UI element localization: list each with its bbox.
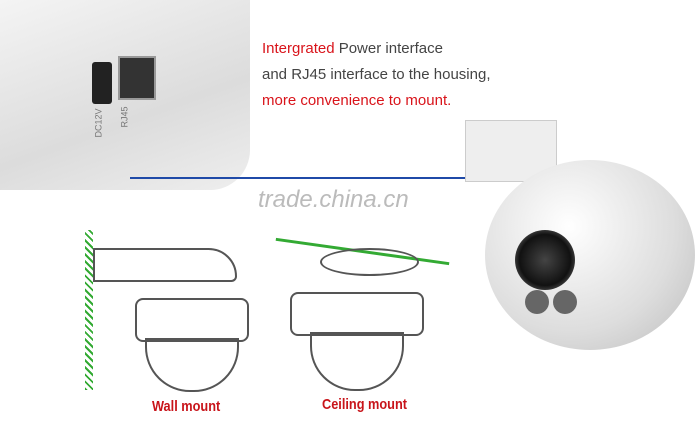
dc-port [92, 62, 112, 104]
port-label-rj45: RJ45 [119, 106, 130, 128]
ceiling-mount-label: Ceiling mount [322, 396, 407, 413]
feature-caption: Intergrated Power interface and RJ45 int… [262, 36, 491, 114]
connector-line [130, 177, 470, 179]
watermark: trade.china.cn [258, 186, 409, 213]
caption-line3: more convenience to mount. [262, 92, 452, 109]
rj45-port [118, 56, 156, 100]
port-label-dc: DC12V [93, 108, 104, 138]
caption-highlight: Intergrated [262, 40, 335, 57]
wall-mount-label: Wall mount [152, 398, 221, 415]
caption-line2: and RJ45 interface to the housing, [262, 66, 491, 83]
ceiling-mount-diagram [275, 237, 455, 391]
dome-camera-photo [465, 120, 696, 350]
wall-mount-diagram [85, 230, 255, 392]
caption-text: Power interface [334, 40, 443, 57]
